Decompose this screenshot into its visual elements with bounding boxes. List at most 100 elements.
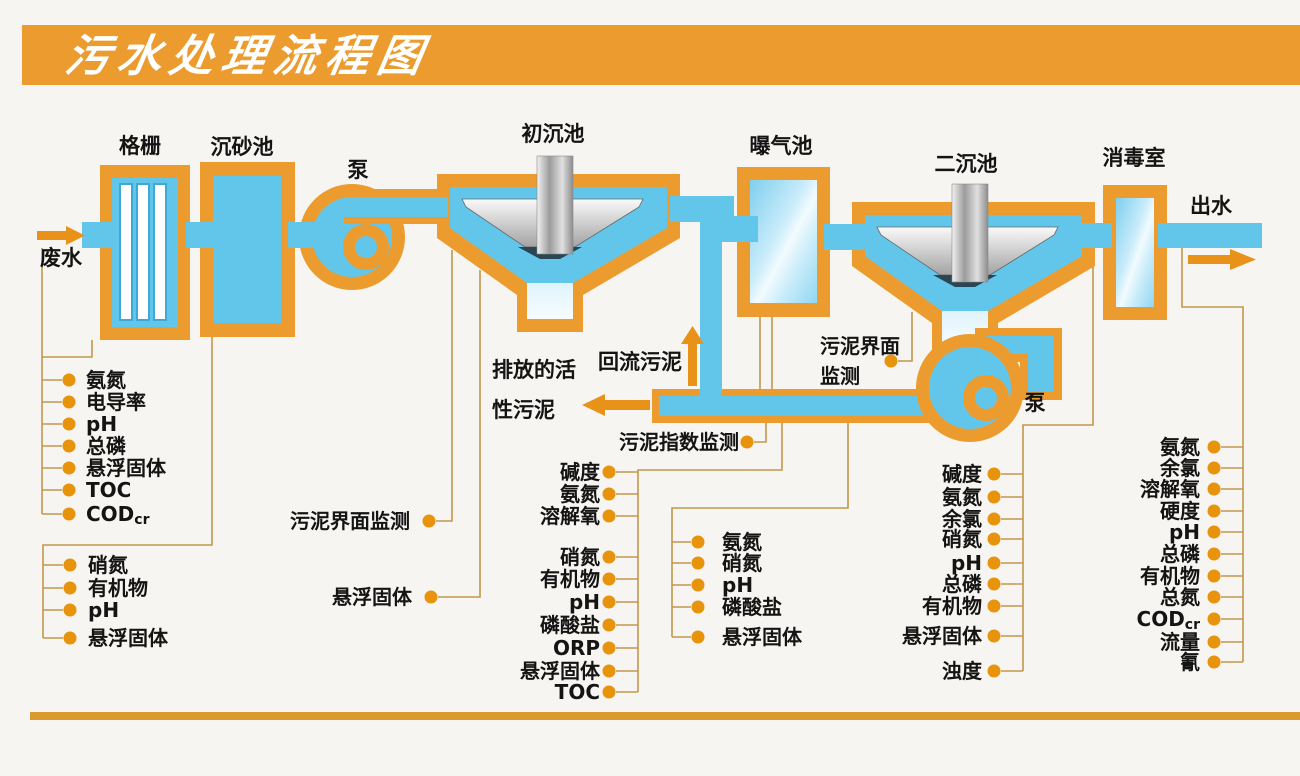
- bottom-divider-bar: [30, 712, 1300, 720]
- page-title: 污水处理流程图: [62, 31, 435, 82]
- param-label: 氨氮: [1160, 435, 1200, 459]
- monitor-dot: [602, 685, 616, 699]
- monitor-dot: [602, 550, 616, 564]
- param-label: 悬浮固体: [520, 659, 601, 683]
- monitor-dot: [602, 465, 616, 479]
- monitor-dot: [987, 577, 1001, 591]
- param-label: 氨氮: [942, 485, 982, 509]
- return-sludge-label: 回流污泥: [598, 350, 682, 374]
- monitor-dot: [987, 512, 1001, 526]
- monitor-dot: [884, 354, 898, 368]
- param-label: pH: [86, 412, 117, 436]
- monitor-dot: [602, 641, 616, 655]
- param-label: 碱度: [560, 460, 601, 484]
- elbow-water: [1028, 336, 1054, 392]
- sludge-interface-secondary-label-line1: 污泥界面: [820, 334, 900, 358]
- monitor-dot: [62, 373, 76, 387]
- pipe-segment: [82, 222, 114, 248]
- monitor-column-return-sludge: 碱度 氨氮 溶解氧 硝氮 有机物 pH 磷酸盐 ORP 悬浮固体 TOC: [520, 460, 638, 704]
- param-label-codcr: CODcr: [1137, 607, 1201, 633]
- primary-clarifier-label: 初沉池: [522, 122, 585, 146]
- pipe-segment: [716, 216, 758, 242]
- pipe-segment: [824, 224, 866, 250]
- monitor-dot: [987, 532, 1001, 546]
- param-label: 流量: [1160, 630, 1200, 654]
- param-label: 氰: [1180, 650, 1200, 674]
- monitor-dot: [987, 664, 1001, 678]
- monitor-dot: [1207, 482, 1221, 496]
- monitor-dot: [1207, 612, 1221, 626]
- param-label: 磷酸盐: [540, 613, 600, 637]
- connector-line: [42, 337, 213, 638]
- param-label: 溶解氧: [1140, 477, 1200, 501]
- monitor-dot: [691, 535, 705, 549]
- grit-chamber-label: 沉砂池: [211, 135, 274, 159]
- monitor-dot: [1207, 504, 1221, 518]
- pump-impeller-eye: [355, 236, 377, 258]
- monitor-dot: [691, 630, 705, 644]
- monitor-dot: [691, 578, 705, 592]
- monitor-column-secondary-effluent: 碱度 氨氮 余氯 硝氮 pH 总磷 有机物 悬浮固体 浊度: [902, 462, 1023, 683]
- connector-line: [436, 250, 453, 522]
- connector-line: [671, 422, 849, 637]
- sludge-index-label: 污泥指数监测: [619, 430, 739, 454]
- pump-2-label: 泵: [1025, 391, 1046, 415]
- clarifier-funnel: [527, 283, 573, 319]
- monitor-dot: [63, 603, 77, 617]
- monitor-dot: [62, 439, 76, 453]
- cod-sub: cr: [134, 512, 149, 528]
- connector-line: [1181, 247, 1244, 662]
- grit-chamber-water: [213, 176, 281, 323]
- connector-line: [754, 422, 767, 443]
- param-label: 硝氮: [560, 545, 600, 569]
- param-label: 氨氮: [722, 530, 762, 554]
- monitor-dot: [62, 507, 76, 521]
- monitor-dot: [602, 664, 616, 678]
- param-label: 溶解氧: [540, 504, 600, 528]
- param-label: pH: [1169, 520, 1200, 544]
- param-label: 悬浮固体: [902, 624, 983, 648]
- pipe-segment: [1078, 223, 1112, 248]
- influent-label: 废水: [40, 246, 83, 270]
- param-label: 氨氮: [86, 368, 126, 392]
- return-riser-pipe: [700, 198, 722, 416]
- param-label: 余氯: [1159, 456, 1200, 480]
- waste-sludge-arrow-icon: [582, 394, 650, 416]
- pipe-segment: [1158, 223, 1262, 248]
- param-label: 电导率: [86, 390, 146, 414]
- monitor-dot: [1207, 569, 1221, 583]
- param-label: pH: [722, 573, 753, 597]
- waste-sludge-label-line1: 排放的活: [492, 358, 576, 382]
- param-label: pH: [951, 551, 982, 575]
- effluent-label: 出水: [1190, 194, 1233, 218]
- monitor-dot: [62, 483, 76, 497]
- param-label: 硝氮: [88, 553, 128, 577]
- monitor-dot: [987, 629, 1001, 643]
- monitor-dot: [1207, 590, 1221, 604]
- secondary-clarifier-label: 二沉池: [935, 152, 998, 176]
- sludge-interface-primary-label: 污泥界面监测: [290, 509, 410, 533]
- monitor-dot: [1207, 635, 1221, 649]
- connector-line: [1022, 247, 1094, 671]
- bar-screen-label: 格栅: [119, 134, 161, 158]
- bar-screen: [100, 165, 190, 340]
- monitor-dot: [987, 490, 1001, 504]
- title-banner: 污水处理流程图: [22, 25, 1300, 85]
- monitor-dot: [1207, 440, 1221, 454]
- monitor-dot: [602, 618, 616, 632]
- monitor-dot: [1207, 461, 1221, 475]
- monitor-dot: [62, 461, 76, 475]
- grit-chamber: [200, 162, 295, 337]
- monitor-dot: [62, 395, 76, 409]
- effluent-arrow-icon: [1188, 249, 1256, 270]
- main-pipe: [82, 189, 1262, 250]
- connector-line: [42, 340, 93, 358]
- monitor-dot: [1207, 547, 1221, 561]
- pump-1-label: 泵: [348, 158, 369, 182]
- monitor-dot: [691, 556, 705, 570]
- connector-line: [637, 422, 783, 692]
- influent-arrow-icon: [37, 226, 85, 245]
- banner-bar: [22, 25, 1300, 85]
- param-label: 总磷: [942, 572, 982, 596]
